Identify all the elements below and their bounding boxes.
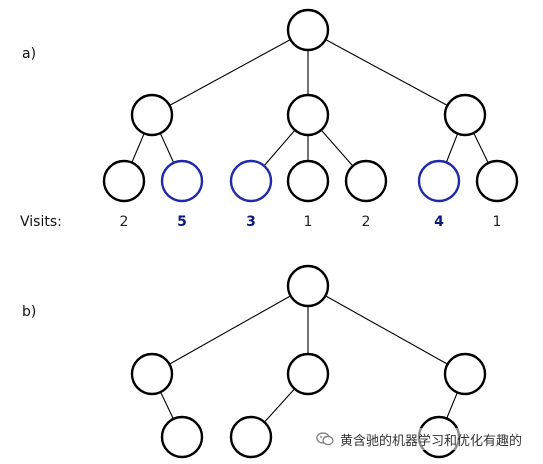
visit-count-1: 2 [120,214,129,230]
tree-b-nodes [130,264,487,459]
tree-a-node-l2 [160,159,204,203]
tree-a-nodes [102,8,519,203]
tree-a-node-m3 [443,93,487,137]
tree-a-node-l1 [102,159,146,203]
tree-a-node-m1 [130,93,174,137]
visits-label: Visits: [20,214,62,230]
visit-counts: 2 5 3 1 2 4 1 [120,214,502,230]
tree-a-node-root [286,8,330,52]
wechat-icon [316,432,334,446]
tree-a-node-l3 [229,159,273,203]
tree-b-node-root [286,264,330,308]
tree-a-node-l6 [417,159,461,203]
watermark-text: 黄含驰的机器学习和优化有趣的 [340,433,523,449]
tree-a-node-l4 [286,159,330,203]
tree-b-edge [307,285,466,375]
tree-b-node-m2 [286,352,330,396]
tree-a-node-l5 [344,159,388,203]
visit-count-3: 3 [246,214,256,230]
visit-count-2: 5 [177,214,187,230]
tree-b-node-m3 [443,352,487,396]
panel-b-label: b) [22,304,36,320]
visit-count-7: 1 [493,214,502,230]
panel-a-label: a) [22,46,36,62]
watermark: 黄含驰的机器学习和优化有趣的 [316,428,523,450]
tree-a-node-l7 [475,159,519,203]
tree-b-node-m1 [130,352,174,396]
visit-count-6: 4 [434,214,444,230]
tree-a-node-m2 [286,93,330,137]
tree-b-node-k2 [229,415,273,459]
visit-count-4: 1 [304,214,313,230]
tree-a-edge [151,29,309,116]
tree-b-edge [151,285,309,375]
tree-b-node-k1 [160,415,204,459]
tree-a-edge [307,29,466,116]
visit-count-5: 2 [362,214,371,230]
